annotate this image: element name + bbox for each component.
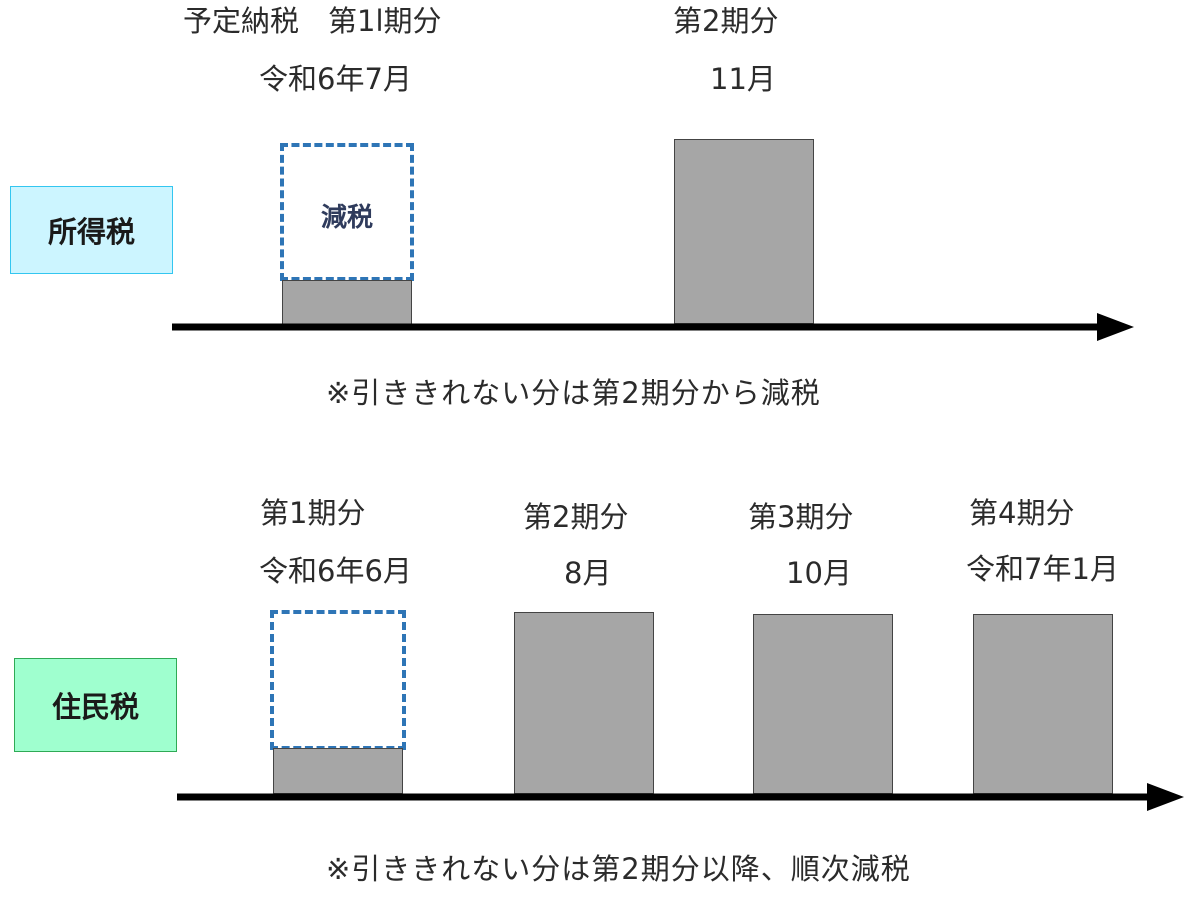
resident-tax-label: 住民税 bbox=[51, 690, 139, 724]
income-reduction-label: 減税 bbox=[320, 203, 373, 233]
resident-period1-title: 第1期分 bbox=[260, 496, 366, 530]
resident-period1-bar bbox=[273, 748, 403, 794]
income-note: ※引ききれない分は第2期分から減税 bbox=[326, 376, 821, 410]
income-period1-date: 令和6年7月 bbox=[259, 62, 412, 96]
resident-period2-bar bbox=[514, 612, 654, 794]
resident-period3-bar bbox=[753, 614, 893, 794]
income-reduction-dashed-box bbox=[280, 143, 414, 281]
resident-period3-title: 第3期分 bbox=[748, 500, 854, 534]
income-period1-title: 予定納税 第1l期分 bbox=[183, 4, 442, 38]
income-period2-date: 11月 bbox=[710, 62, 776, 96]
resident-period1-date: 令和6年6月 bbox=[259, 554, 412, 588]
resident-period3-date: 10月 bbox=[786, 556, 852, 590]
resident-period2-title: 第2期分 bbox=[523, 500, 629, 534]
resident-tax-label-box: 住民税 bbox=[14, 658, 177, 752]
resident-period2-date: 8月 bbox=[564, 556, 612, 590]
income-period2-title: 第2期分 bbox=[673, 4, 779, 38]
income-tax-label: 所得税 bbox=[47, 215, 135, 249]
resident-period4-title: 第4期分 bbox=[969, 496, 1075, 530]
income-timeline-arrowhead bbox=[1097, 313, 1134, 341]
resident-period4-date: 令和7年1月 bbox=[966, 552, 1119, 586]
resident-period4-bar bbox=[973, 614, 1113, 794]
income-tax-label-box: 所得税 bbox=[10, 186, 173, 274]
resident-timeline-arrowhead bbox=[1147, 783, 1184, 811]
income-period1-bar bbox=[282, 280, 412, 326]
income-period2-bar bbox=[674, 139, 814, 324]
resident-note: ※引ききれない分は第2期分以降、順次減税 bbox=[326, 852, 911, 886]
